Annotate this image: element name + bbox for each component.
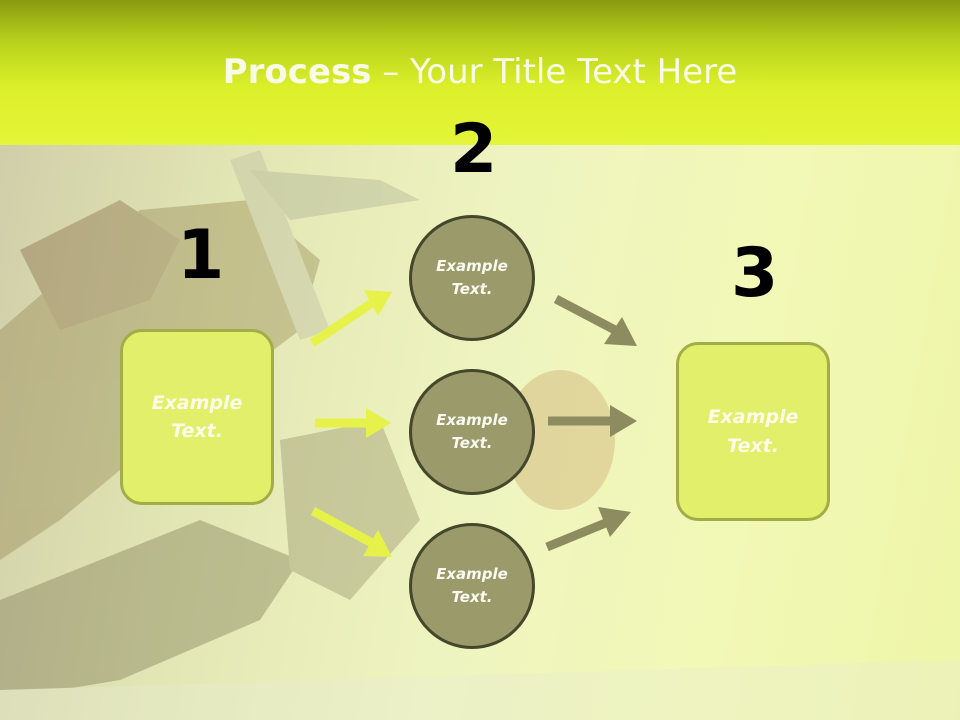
step-number-2: 2 <box>450 110 498 189</box>
step-2-circle-bottom[interactable]: Example Text. <box>409 523 535 649</box>
arrow-1-to-bottom <box>310 507 392 557</box>
title-rest: – Your Title Text Here <box>371 52 738 92</box>
step-2-circle-top[interactable]: Example Text. <box>409 215 535 341</box>
page-title: Process – Your Title Text Here <box>0 52 960 92</box>
arrow-1-to-top <box>309 290 392 347</box>
step-2-circle-middle[interactable]: Example Text. <box>409 369 535 495</box>
circle-top-text: Example Text. <box>436 256 508 298</box>
circle-middle-text: Example Text. <box>436 410 508 452</box>
step-number-1: 1 <box>177 216 225 295</box>
title-band <box>0 0 960 145</box>
step-1-box[interactable]: Example Text. <box>120 329 274 505</box>
step-3-box[interactable]: Example Text. <box>676 342 830 521</box>
step-3-text: Example Text. <box>707 406 799 457</box>
arrow-top-to-3 <box>553 295 637 346</box>
step-number-3: 3 <box>731 234 779 313</box>
step-1-text: Example Text. <box>151 391 243 443</box>
circle-bottom-text: Example Text. <box>436 564 508 606</box>
arrow-middle-to-3 <box>548 405 637 437</box>
arrow-1-to-middle <box>315 408 391 438</box>
arrow-bottom-to-3 <box>545 507 631 552</box>
title-strong: Process <box>222 52 372 92</box>
